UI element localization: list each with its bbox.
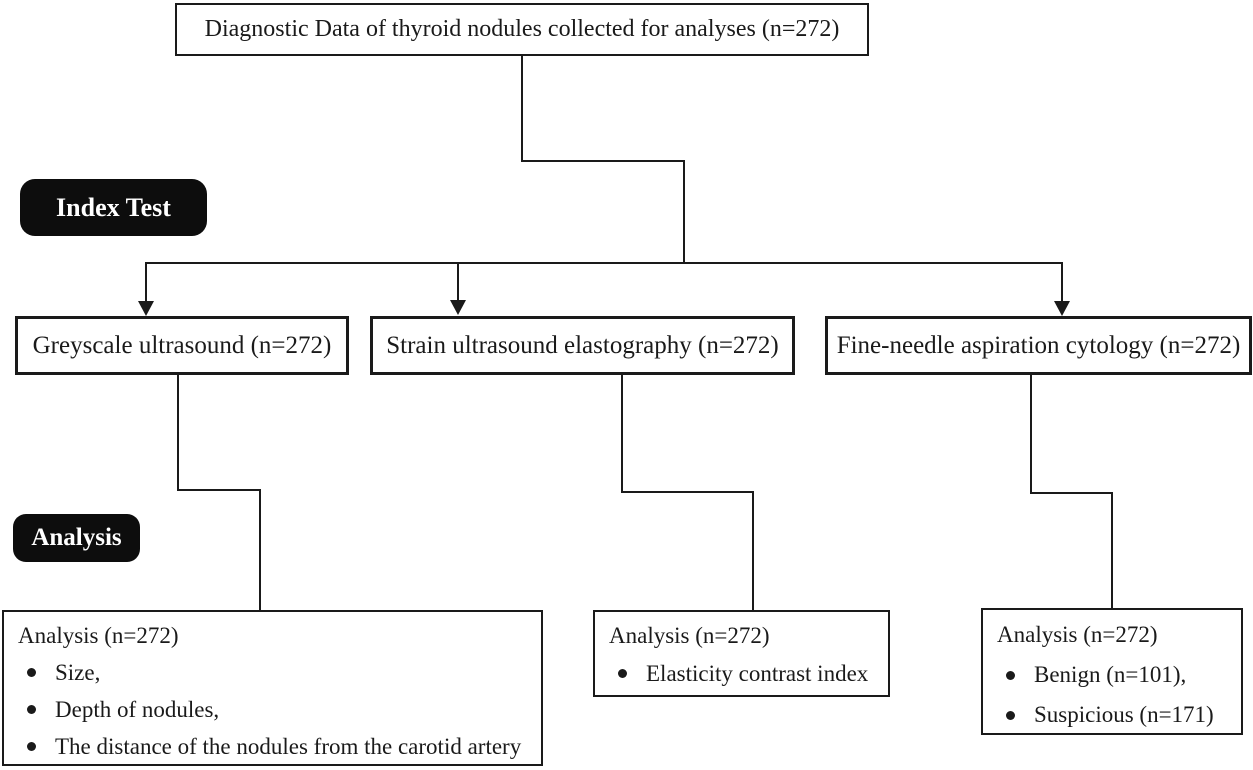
bullet-item: Depth of nodules, [18,691,527,728]
index-test-greyscale-label: Greyscale ultrasound (n=272) [32,331,332,359]
arrowhead-strain [450,300,466,315]
analysis-box-greyscale: Analysis (n=272) Size, Depth of nodules,… [2,610,543,766]
bullet-dot [1006,671,1015,680]
analysis-box-elastography: Analysis (n=272) Elasticity contrast ind… [593,610,890,697]
bullet-dot [27,668,36,677]
bullet-item: Size, [18,654,527,691]
bullet-item: Suspicious (n=171) [997,695,1227,735]
connector-fnac-to-analysis [1030,375,1113,609]
bullet-text: Depth of nodules, [55,697,220,722]
bullet-dot [27,705,36,714]
connector-root-to-bus [521,56,685,263]
analysis-box-title: Analysis (n=272) [18,623,179,648]
stage-label-analysis: Analysis [13,514,140,562]
connector-strain-to-analysis [621,375,754,611]
index-test-strain-label: Strain ultrasound elastography (n=272) [386,331,779,359]
bullet-dot [1006,711,1015,720]
index-test-fnac-label: Fine-needle aspiration cytology (n=272) [836,331,1241,359]
analysis-box-cytology: Analysis (n=272) Benign (n=101), Suspici… [981,608,1243,735]
bullet-item: Elasticity contrast index [609,655,874,693]
stage-label-analysis-text: Analysis [31,524,122,551]
bullet-text: The distance of the nodules from the car… [55,734,522,759]
bullet-item: Benign (n=101), [997,655,1227,695]
bullet-text: Benign (n=101), [1034,662,1187,687]
arrowhead-greyscale [138,301,154,316]
bullet-dot [618,669,627,678]
root-box: Diagnostic Data of thyroid nodules colle… [175,3,869,56]
stage-label-index-test-text: Index Test [56,192,171,222]
bullet-text: Suspicious (n=171) [1034,702,1214,727]
bullet-text: Size, [55,660,101,685]
bullet-text: Elasticity contrast index [646,661,869,686]
index-test-box-greyscale-ultrasound: Greyscale ultrasound (n=272) [15,316,349,375]
root-box-label: Diagnostic Data of thyroid nodules colle… [204,16,840,42]
connector-greyscale-to-analysis [177,375,261,611]
stage-label-index-test: Index Test [20,179,207,236]
index-test-box-fine-needle-cytology: Fine-needle aspiration cytology (n=272) [825,316,1252,375]
analysis-box-title: Analysis (n=272) [997,622,1158,647]
analysis-box-title: Analysis (n=272) [609,623,770,648]
arrowhead-fnac [1054,301,1070,316]
bullet-dot [27,742,36,751]
bullet-item: The distance of the nodules from the car… [18,728,527,765]
index-test-box-strain-elastography: Strain ultrasound elastography (n=272) [370,316,795,375]
